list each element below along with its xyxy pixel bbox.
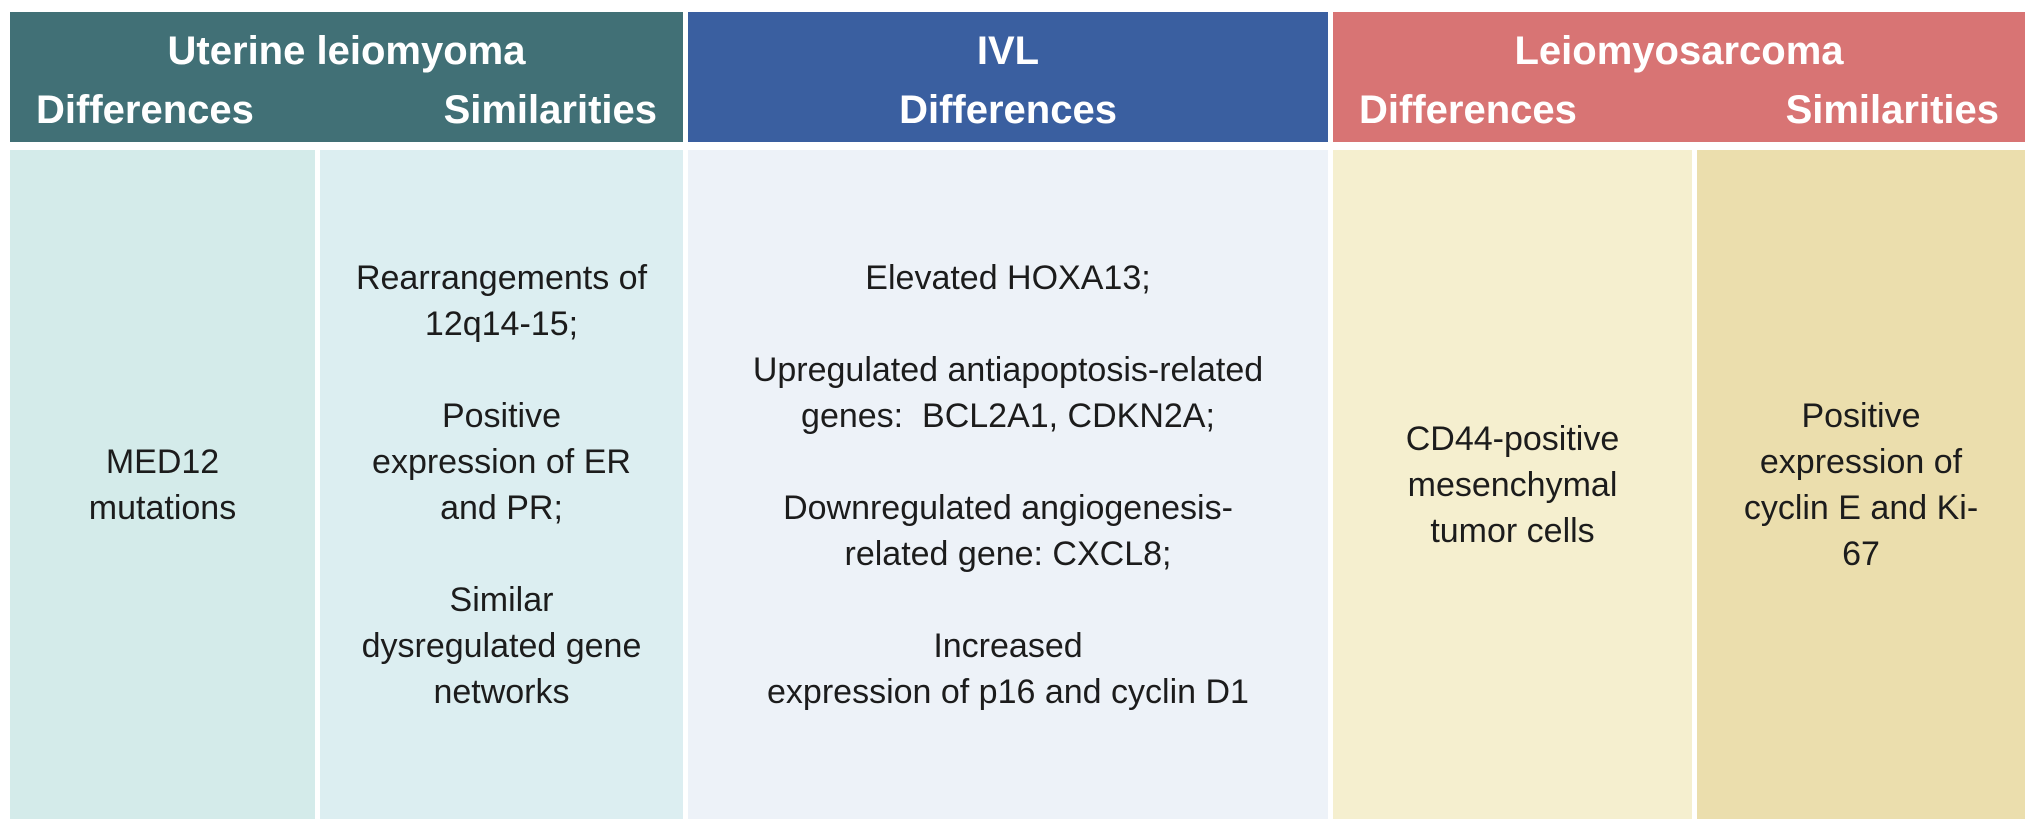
section-title-ivl: IVL	[976, 29, 1040, 73]
cell-ivl-differences: Elevated HOXA13; Upregulated antiapoptos…	[688, 150, 1328, 819]
section-title-leiomyosarcoma: Leiomyosarcoma	[1514, 29, 1844, 73]
subheader-ivl-differences: Differences	[899, 88, 1117, 132]
subheader-row-uterine: Differences Similarities	[10, 81, 683, 139]
cell-text-leiomyosarcoma-similarities: Positive expression of cyclin E and Ki- …	[1743, 396, 1979, 573]
cell-text-leiomyosarcoma-differences: CD44-positive mesenchymal tumor cells	[1405, 419, 1620, 550]
subheader-uterine-similarities: Similarities	[443, 88, 657, 132]
cell-uterine-differences: MED12 mutations	[10, 150, 315, 819]
cell-uterine-similarities: Rearrangements of 12q14-15; Positive exp…	[320, 150, 683, 819]
cell-text-uterine-differences: MED12 mutations	[88, 442, 237, 527]
cell-text-ivl-differences: Elevated HOXA13; Upregulated antiapoptos…	[752, 258, 1264, 711]
header-uterine-leiomyoma: Uterine leiomyoma Differences Similariti…	[10, 12, 683, 142]
cell-leiomyosarcoma-differences: CD44-positive mesenchymal tumor cells	[1333, 150, 1692, 819]
subheader-leiomyosarcoma-differences: Differences	[1359, 88, 1577, 132]
cell-leiomyosarcoma-similarities: Positive expression of cyclin E and Ki- …	[1697, 150, 2025, 819]
comparison-table: Uterine leiomyoma Differences Similariti…	[10, 12, 2025, 819]
cell-text-uterine-similarities: Rearrangements of 12q14-15; Positive exp…	[355, 258, 648, 711]
subheader-leiomyosarcoma-similarities: Similarities	[1785, 88, 1999, 132]
header-leiomyosarcoma: Leiomyosarcoma Differences Similarities	[1333, 12, 2025, 142]
subheader-row-leiomyosarcoma: Differences Similarities	[1333, 81, 2025, 139]
header-ivl: IVL Differences	[688, 12, 1328, 142]
subheader-uterine-differences: Differences	[36, 88, 254, 132]
section-title-uterine-leiomyoma: Uterine leiomyoma	[167, 29, 526, 73]
